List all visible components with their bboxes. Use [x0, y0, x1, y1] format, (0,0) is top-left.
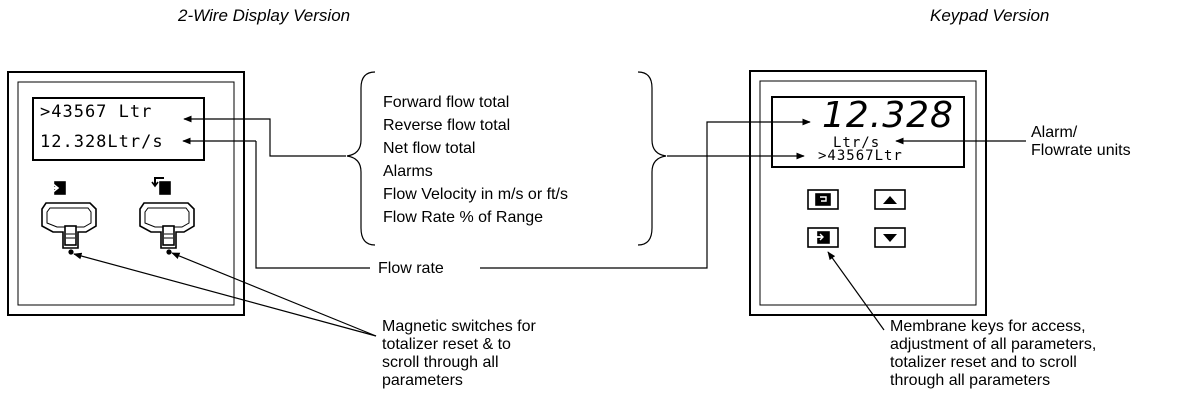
- enter-key-button: [807, 227, 839, 248]
- option-net-flow-total: Net flow total: [383, 140, 476, 157]
- alarm-label-line-2: Flowrate units: [1031, 142, 1131, 159]
- alarm-label-line-1: Alarm/: [1031, 124, 1078, 141]
- note-leaders: [73, 251, 885, 337]
- left-display-line-1: >43567 Ltr: [40, 102, 153, 122]
- flow-rate-label: Flow rate: [378, 260, 444, 277]
- magnetic-note-line-3: scroll through all: [382, 354, 499, 371]
- magnetic-switch-icon-left: [41, 202, 97, 255]
- right-version-title: Keypad Version: [930, 6, 1050, 25]
- magnetic-note-line-1: Magnetic switches for: [382, 318, 536, 335]
- right-display-flow-value: 12.328: [822, 95, 954, 136]
- up-key-button: [874, 189, 906, 210]
- right-display-total: >43567Ltr: [818, 148, 903, 164]
- left-enter-key-icon: [48, 181, 66, 195]
- option-reverse-flow-total: Reverse flow total: [383, 117, 511, 134]
- right-display-units: Ltr/s: [833, 135, 881, 151]
- right-device-panel: [749, 70, 987, 316]
- left-display-line-2: 12.328Ltr/s: [40, 132, 164, 152]
- scroll-key-button: [807, 189, 839, 210]
- left-device-panel: [7, 71, 245, 316]
- option-flow-velocity: Flow Velocity in m/s or ft/s: [383, 186, 568, 203]
- membrane-note-line-1: Membrane keys for access,: [890, 318, 1086, 335]
- magnetic-note-line-4: parameters: [382, 372, 463, 389]
- option-alarms: Alarms: [383, 163, 433, 180]
- right-display-leaders: [480, 118, 1026, 269]
- option-forward-flow-total: Forward flow total: [383, 94, 510, 111]
- left-curly-brace: [346, 71, 376, 246]
- right-curly-brace: [637, 71, 667, 246]
- membrane-note-line-3: totalizer reset and to scroll: [890, 354, 1077, 371]
- option-flow-rate-percent: Flow Rate % of Range: [383, 209, 544, 226]
- left-display-leaders: [182, 115, 370, 269]
- left-scroll-back-key-icon: [151, 177, 171, 195]
- magnetic-note-line-2: totalizer reset & to: [382, 336, 511, 353]
- magnetic-switch-icon-right: [139, 202, 195, 255]
- membrane-note-line-2: adjustment of all parameters,: [890, 336, 1097, 353]
- membrane-note-line-4: through all parameters: [890, 372, 1051, 389]
- down-key-button: [874, 227, 906, 248]
- left-version-title: 2-Wire Display Version: [178, 6, 351, 25]
